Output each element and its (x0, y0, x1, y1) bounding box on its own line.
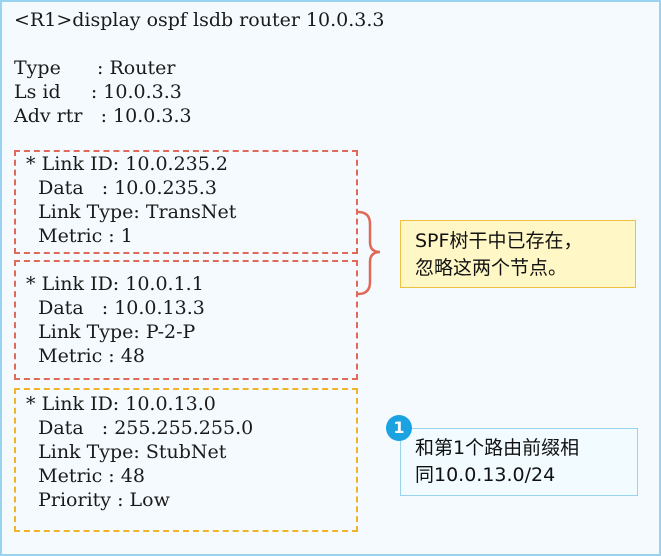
link3-data: Data : 255.255.255.0 (20, 417, 254, 439)
spf-note: SPF树干中已存在， 忽略这两个节点。 (400, 220, 636, 288)
prefix-note-line2: 同10.0.13.0/24 (415, 464, 556, 486)
link2-data: Data : 10.0.13.3 (20, 297, 205, 319)
spf-note-line1: SPF树干中已存在， (415, 230, 583, 252)
link1-type: Link Type: TransNet (20, 201, 237, 223)
link3-id: * Link ID: 10.0.13.0 (20, 393, 216, 415)
curly-brace-icon (357, 210, 381, 296)
link1-data: Data : 10.0.235.3 (20, 177, 217, 199)
spf-note-line2: 忽略这两个节点。 (415, 257, 568, 279)
type-line: Type : Router (14, 57, 176, 79)
link3-type: Link Type: StubNet (20, 441, 227, 463)
link1-dashed-box (14, 150, 358, 254)
command-line: <R1>display ospf lsdb router 10.0.3.3 (14, 9, 385, 31)
link2-metric: Metric : 48 (20, 345, 145, 367)
link3-dashed-box (14, 388, 358, 532)
prefix-note-line1: 和第1个路由前缀相 (415, 437, 580, 459)
link1-metric: Metric : 1 (20, 225, 133, 247)
adv-rtr-line: Adv rtr : 10.0.3.3 (14, 105, 192, 127)
ls-id-line: Ls id : 10.0.3.3 (14, 81, 182, 103)
link2-type: Link Type: P-2-P (20, 321, 196, 343)
link2-id: * Link ID: 10.0.1.1 (20, 273, 204, 295)
link2-dashed-box (14, 260, 358, 380)
prefix-note: 和第1个路由前缀相 同10.0.13.0/24 (400, 428, 638, 496)
link1-id: * Link ID: 10.0.235.2 (20, 153, 228, 175)
link3-priority: Priority : Low (20, 489, 170, 511)
number-badge: 1 (386, 415, 412, 441)
link3-metric: Metric : 48 (20, 465, 145, 487)
